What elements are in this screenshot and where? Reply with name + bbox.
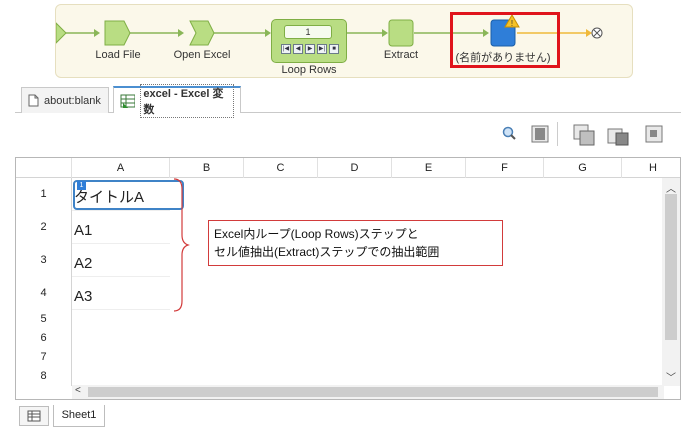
toolbar — [495, 120, 675, 148]
cell-A3[interactable]: A2 — [72, 244, 170, 277]
loop-rows-step[interactable]: 1 |◀ ◀ ▶ ▶| ■ — [271, 19, 347, 63]
row-header[interactable]: 1 — [16, 178, 72, 211]
column-header[interactable]: E — [392, 158, 466, 178]
spreadsheet-icon — [120, 94, 136, 108]
loop-first-icon[interactable]: |◀ — [281, 44, 291, 54]
copy-icon[interactable] — [607, 124, 629, 146]
column-header[interactable]: A — [72, 158, 170, 178]
vertical-scroll-thumb[interactable] — [665, 194, 677, 340]
workflow-panel: ! 1 |◀ ◀ ▶ ▶| ■ Load File Open Excel Loo… — [55, 4, 633, 78]
step-label-loop-rows: Loop Rows — [281, 64, 337, 76]
view-icon[interactable] — [530, 124, 550, 144]
loop-last-icon[interactable]: ▶| — [317, 44, 327, 54]
highlight-box — [450, 12, 560, 68]
cell-selection: 1 — [73, 180, 184, 210]
column-header[interactable]: D — [318, 158, 392, 178]
tab-label: about:blank — [44, 94, 101, 107]
scroll-up-icon[interactable]: ︿ — [666, 184, 676, 195]
row-header[interactable]: 2 — [16, 211, 72, 244]
step-label-extract: Extract — [383, 49, 419, 61]
zoom-icon[interactable] — [644, 124, 664, 144]
sheet-bar: Sheet1 — [15, 405, 681, 429]
spreadsheet-grid: A B C D E F G H 1 2 3 4 5 6 7 8 タイトルA A1… — [15, 157, 681, 400]
tab-excel-variable[interactable]: excel - Excel 変数 — [113, 83, 241, 118]
start-node-icon[interactable] — [56, 22, 67, 44]
row-header[interactable]: 6 — [16, 329, 72, 348]
scroll-left-icon[interactable]: < — [75, 385, 81, 396]
load-file-step-icon[interactable] — [104, 20, 131, 46]
annotation-note: Excel内ループ(Loop Rows)ステップと セル値抽出(Extract)… — [208, 220, 503, 266]
annotation-line-2: セル値抽出(Extract)ステップでの抽出範囲 — [214, 245, 440, 259]
range-brace — [173, 178, 190, 312]
loop-controls: |◀ ◀ ▶ ▶| ■ — [281, 44, 339, 54]
scroll-down-icon[interactable]: ﹀ — [666, 373, 676, 384]
row-header[interactable]: 3 — [16, 244, 72, 277]
tab-bar: about:blank excel - Excel 変数 — [15, 83, 681, 118]
horizontal-scroll-thumb[interactable] — [88, 387, 658, 397]
step-label-unnamed: (名前がありません) — [455, 52, 551, 64]
sheet-list-icon — [27, 410, 41, 422]
cell-A2[interactable]: A1 — [72, 211, 170, 244]
row-header[interactable]: 8 — [16, 367, 72, 386]
sheet-list-button[interactable] — [19, 406, 49, 426]
extract-step-icon[interactable] — [388, 19, 414, 47]
loop-stop-icon[interactable]: ■ — [329, 44, 339, 54]
cell-A1[interactable]: タイトルA — [72, 178, 170, 211]
selection-badge: 1 — [77, 181, 86, 190]
search-icon[interactable] — [500, 124, 520, 144]
row-header[interactable]: 5 — [16, 310, 72, 329]
column-header-row: A B C D E F G H — [16, 158, 680, 178]
warning-icon — [504, 14, 520, 28]
tab-label: excel - Excel 変数 — [140, 83, 234, 118]
row-header[interactable]: 7 — [16, 348, 72, 367]
annotation-line-1: Excel内ループ(Loop Rows)ステップと — [214, 227, 419, 241]
sheet-tab-sheet1[interactable]: Sheet1 — [53, 405, 105, 427]
open-excel-step-icon[interactable] — [189, 20, 215, 46]
step-label-load-file: Load File — [95, 49, 141, 61]
loop-counter: 1 — [284, 25, 332, 39]
loop-next-icon[interactable]: ▶ — [305, 44, 315, 54]
workflow-diagram: ! — [56, 14, 603, 47]
step-label-open-excel: Open Excel — [173, 49, 231, 61]
column-header[interactable]: H — [622, 158, 680, 178]
column-header[interactable]: C — [244, 158, 318, 178]
svg-text:!: ! — [511, 19, 513, 28]
document-icon — [28, 94, 39, 107]
tab-about-blank[interactable]: about:blank — [21, 87, 109, 113]
horizontal-scrollbar[interactable]: < — [72, 385, 664, 399]
loop-prev-icon[interactable]: ◀ — [293, 44, 303, 54]
column-header[interactable]: F — [466, 158, 544, 178]
row-header[interactable]: 4 — [16, 277, 72, 310]
vertical-scrollbar[interactable]: ︿ ﹀ — [662, 178, 680, 386]
corner-cell[interactable] — [16, 158, 72, 178]
column-header[interactable]: B — [170, 158, 244, 178]
cell-A4[interactable]: A3 — [72, 277, 170, 310]
export-icon[interactable] — [573, 124, 595, 146]
column-header[interactable]: G — [544, 158, 622, 178]
